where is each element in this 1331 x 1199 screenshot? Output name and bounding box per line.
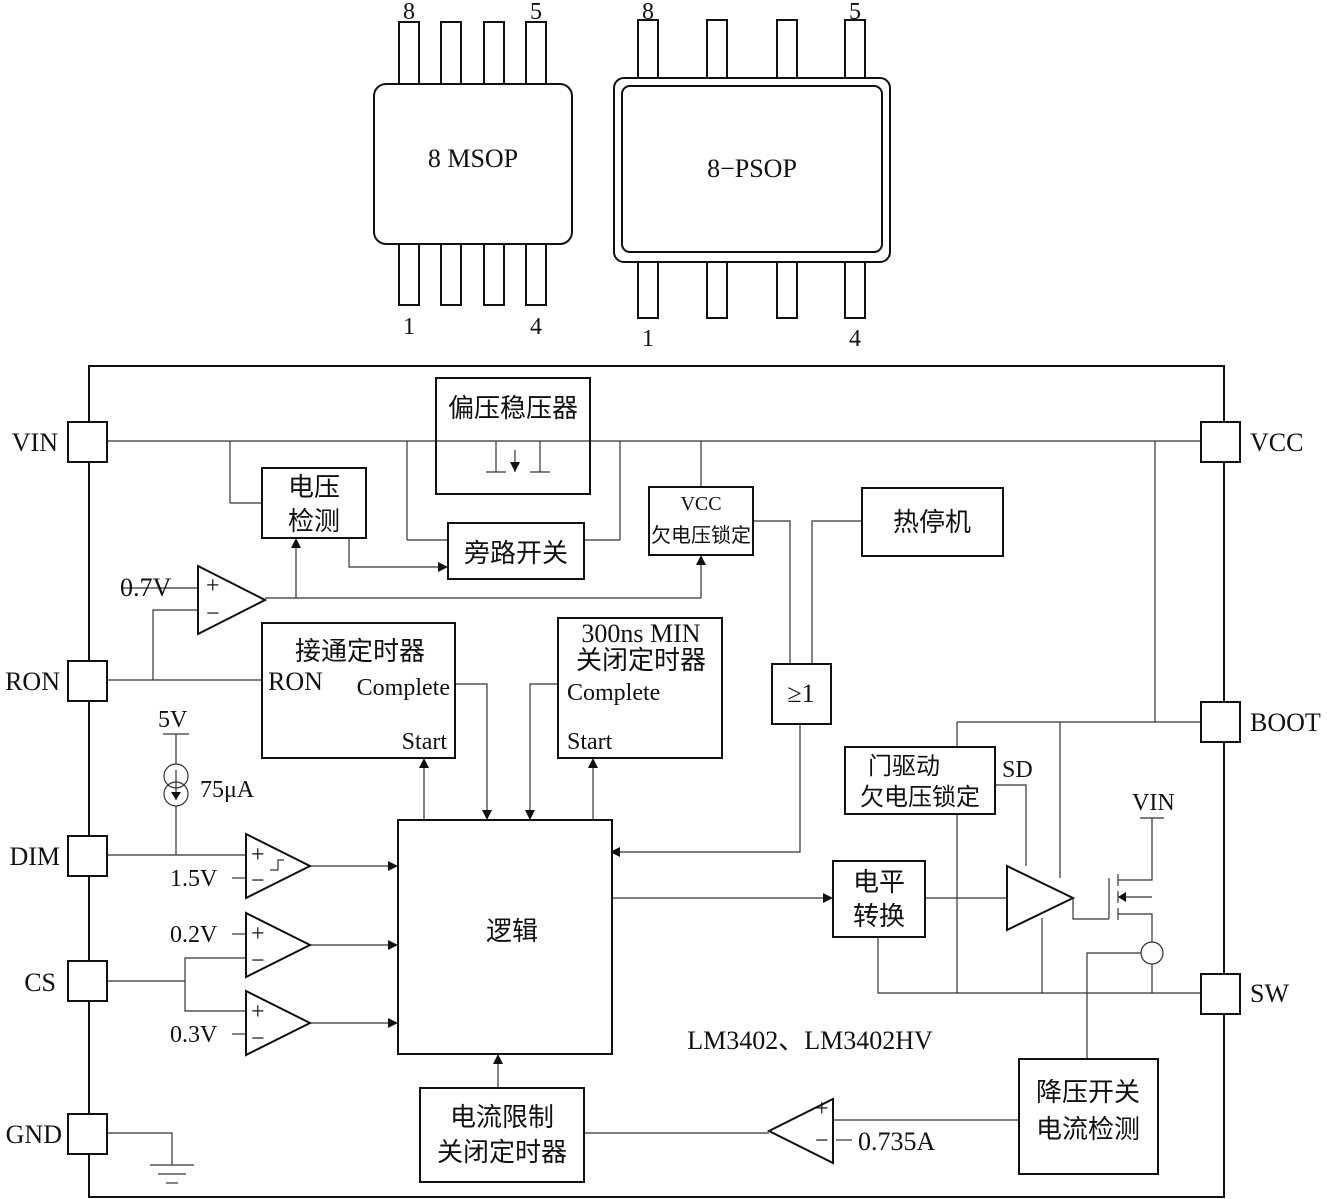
or-gate-block: ≥1 (771, 663, 832, 725)
psop-package: 8−PSOP 8 5 1 4 (613, 0, 891, 352)
ref-5v: 5V (158, 707, 188, 733)
pin-cs: CS (24, 960, 108, 1002)
or-gate-label: ≥1 (787, 679, 814, 708)
pin-boot-label: BOOT (1250, 708, 1321, 737)
cs03-comp-minus: − (251, 1026, 265, 1052)
on-timer-block: 接通定时器 RON Complete Start (261, 622, 456, 759)
off-timer-title-1: 300ns MIN (581, 619, 700, 648)
on-timer-complete: Complete (357, 675, 450, 701)
level-shift-block: 电平 转换 (832, 860, 926, 938)
dim-comp-minus: − (251, 868, 265, 894)
gate-drive-uvlo-label-1: 门驱动 (868, 753, 940, 780)
pin-vin-label: VIN (12, 428, 58, 457)
wiring (107, 440, 1201, 1184)
comparator-cs-02v: + − 0.2V (170, 911, 313, 979)
voltage-detect-label-1: 电压 (288, 473, 340, 502)
current-source-5v: 5V 75μA (158, 707, 255, 803)
psop-pin-5: 5 (849, 0, 861, 25)
pin-gnd-label: GND (6, 1120, 62, 1149)
pin-sw-label: SW (1250, 979, 1289, 1008)
off-timer-title-2: 关闭定时器 (576, 646, 706, 675)
cs02-comp-minus: − (251, 948, 265, 974)
pin-vcc: VCC (1200, 421, 1303, 463)
comparator-current-limit: + − 0.735A (766, 1096, 936, 1165)
part-number-label: LM3402、LM3402HV (687, 1026, 933, 1055)
off-timer-start: Start (567, 729, 613, 755)
buck-sense-label-1: 降压开关 (1036, 1078, 1140, 1107)
ilim-comp-plus: + (815, 1096, 829, 1122)
thermal-shutdown-label: 热停机 (893, 508, 971, 537)
chip-outline (88, 365, 1225, 1198)
psop-label: 8−PSOP (707, 154, 797, 183)
cs03-comp-plus: + (251, 999, 265, 1025)
gate-drive-uvlo-label-2: 欠电压锁定 (860, 784, 980, 811)
ref-15v: 1.5V (170, 866, 218, 892)
gate-driver (1006, 864, 1076, 932)
psop-pin-1: 1 (642, 326, 654, 352)
pin-vcc-label: VCC (1250, 428, 1303, 457)
msop-pin-1: 1 (403, 314, 415, 340)
pin-dim-label: DIM (9, 842, 60, 871)
off-timer-block: 300ns MIN 关闭定时器 Complete Start (557, 617, 723, 759)
msop-label: 8 MSOP (428, 144, 518, 173)
cs02-comp-plus: + (251, 921, 265, 947)
psop-pin-4: 4 (849, 326, 861, 352)
bypass-switch-label: 旁路开关 (464, 539, 568, 568)
logic-block: 逻辑 (397, 819, 613, 1055)
bypass-switch-block: 旁路开关 (447, 522, 585, 580)
voltage-detect-label-2: 检测 (288, 507, 340, 536)
voltage-detect-block: 电压 检测 (261, 467, 367, 539)
pin-boot: BOOT (1200, 701, 1321, 743)
buck-sense-label-2: 电流检测 (1036, 1115, 1140, 1144)
pin-vin: VIN (12, 421, 108, 463)
msop-pin-5: 5 (530, 0, 542, 25)
high-side-mosfet: VIN (1132, 790, 1175, 816)
bias-regulator-block: 偏压稳压器 (435, 377, 591, 495)
dim-comp-plus: + (251, 842, 265, 868)
current-limit-off-timer-block: 电流限制 关闭定时器 (419, 1087, 585, 1183)
ref-02v: 0.2V (170, 922, 218, 948)
ref-0735a: 0.735A (858, 1127, 936, 1156)
pin-ron-label: RON (5, 667, 60, 696)
msop-pin-8: 8 (403, 0, 415, 25)
ref-07v: 0.7V (120, 573, 172, 602)
on-timer-ron: RON (268, 667, 323, 696)
pin-sw: SW (1200, 973, 1289, 1015)
logic-label: 逻辑 (486, 917, 538, 946)
psop-pin-8: 8 (642, 0, 654, 25)
msop-pin-4: 4 (530, 314, 542, 340)
current-limit-label-2: 关闭定时器 (437, 1138, 567, 1167)
bias-regulator-label: 偏压稳压器 (448, 394, 578, 423)
level-shift-label-2: 转换 (853, 902, 905, 931)
buck-current-sense-block: 降压开关 电流检测 (1018, 1058, 1159, 1175)
comparator-dim: + − 1.5V (170, 832, 313, 900)
vcc-uvlo-label-1: VCC (680, 493, 721, 515)
ilim-comp-minus: − (815, 1128, 829, 1154)
pin-ron: RON (5, 660, 108, 702)
comparator-plus: + (206, 573, 220, 599)
ref-75ua: 75μA (200, 777, 255, 803)
msop-package: 8 MSOP 8 5 1 4 (373, 0, 573, 340)
ref-03v: 0.3V (170, 1022, 218, 1048)
pin-cs-label: CS (24, 968, 56, 997)
current-limit-label-1: 电流限制 (450, 1103, 554, 1132)
pin-dim: DIM (9, 835, 108, 877)
level-shift-label-1: 电平 (853, 868, 905, 897)
gate-drive-uvlo-block: 门驱动 欠电压锁定 SD (844, 746, 1033, 815)
sd-label: SD (1002, 757, 1033, 783)
on-timer-start: Start (402, 729, 448, 755)
comparator-07v: + − 0.7V (120, 564, 268, 636)
vcc-uvlo-label-2: 欠电压锁定 (651, 524, 751, 547)
vin-internal-label: VIN (1132, 790, 1175, 816)
thermal-shutdown-block: 热停机 (861, 487, 1004, 557)
vcc-uvlo-block: VCC 欠电压锁定 (648, 486, 754, 556)
off-timer-complete: Complete (567, 680, 660, 706)
comparator-minus: − (206, 601, 220, 627)
on-timer-title: 接通定时器 (295, 637, 425, 666)
pin-gnd: GND (6, 1113, 108, 1155)
hysteresis-icon (270, 859, 284, 871)
comparator-cs-03v: + − 0.3V (170, 989, 313, 1057)
